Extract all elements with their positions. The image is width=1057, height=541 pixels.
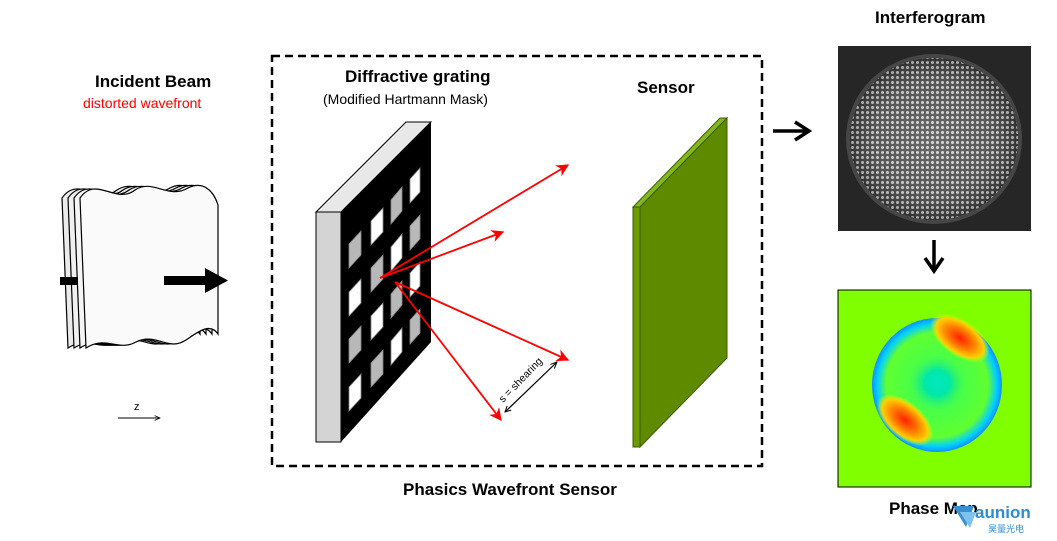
ray-4: [394, 281, 502, 421]
phase-map-title: Phase Map: [889, 499, 978, 518]
sensor-title: Sensor: [637, 78, 695, 97]
diffractive-grating: [314, 121, 433, 443]
arrow-to-interferogram: [773, 120, 813, 142]
ray-1: [379, 164, 570, 279]
shearing-arrow: [505, 362, 557, 412]
diffracted-rays: [379, 164, 570, 421]
phase-map-image: [837, 289, 1032, 488]
logo-chinese: 昊量光电: [988, 523, 1024, 535]
arrow-to-phase-map: [923, 240, 945, 275]
box-caption: Phasics Wavefront Sensor: [403, 480, 617, 499]
incident-beam-subtitle: distorted wavefront: [83, 95, 202, 111]
interferogram-image: [838, 46, 1031, 231]
aunion-logo: aunion 昊量光电: [953, 503, 1031, 535]
beam-direction-arrow: [164, 268, 228, 293]
incident-beam-wavefront: [61, 184, 219, 350]
sensor-plate: [631, 116, 729, 449]
incident-beam-title: Incident Beam: [95, 72, 212, 91]
interferogram-title: Interferogram: [875, 8, 986, 27]
grating-subtitle: (Modified Hartmann Mask): [323, 91, 488, 107]
z-axis-label: z: [134, 401, 140, 413]
ray-2: [379, 230, 505, 279]
sensor-enclosure-box: [270, 54, 764, 468]
logo-brand: aunion: [975, 503, 1031, 522]
grating-title: Diffractive grating: [345, 67, 491, 86]
beam-tail-mark: [60, 277, 78, 285]
ray-3: [394, 281, 570, 362]
